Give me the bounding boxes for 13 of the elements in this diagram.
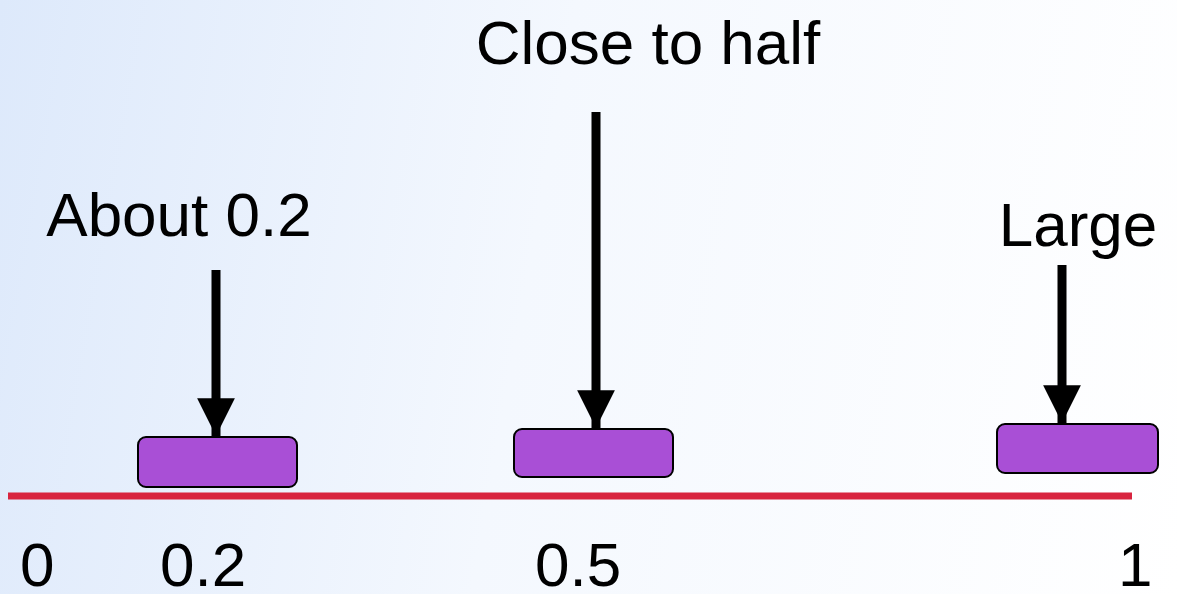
marker-box	[137, 436, 298, 488]
annotation-text: About 0.2	[16, 180, 342, 250]
arrow	[197, 270, 235, 436]
annotation-text: Large	[980, 190, 1176, 260]
marker-box	[513, 428, 674, 478]
marker-box	[996, 423, 1159, 474]
annotation-text: Close to half	[436, 8, 860, 78]
arrow	[1043, 265, 1081, 423]
tick-label: 0	[20, 534, 55, 594]
tick-label: 1	[1118, 534, 1153, 594]
tick-label: 0.5	[535, 534, 622, 594]
tick-label: 0.2	[160, 534, 247, 594]
arrow	[577, 112, 615, 428]
